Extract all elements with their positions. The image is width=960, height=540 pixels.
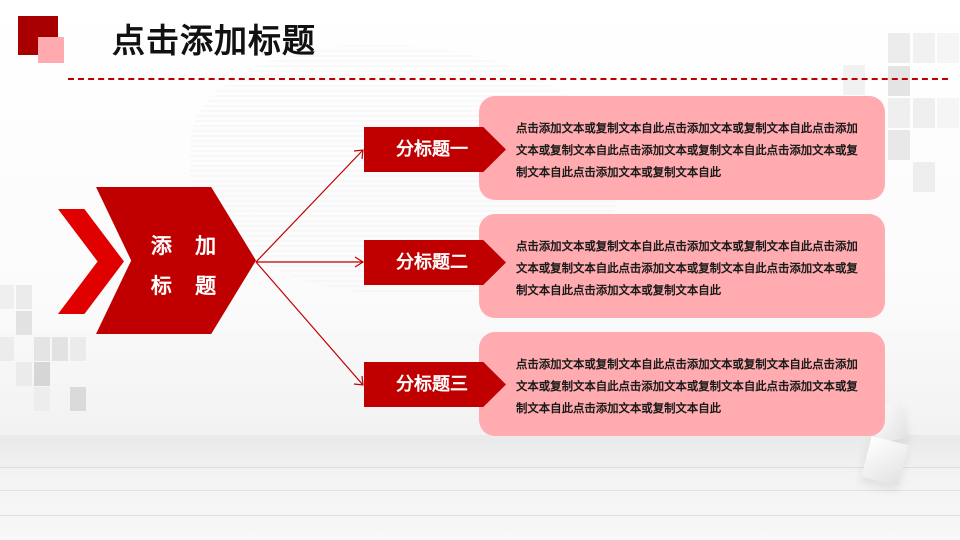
bg-tile bbox=[70, 387, 86, 411]
bg-tile bbox=[937, 98, 959, 128]
bg-tile bbox=[16, 311, 32, 335]
bg-tile bbox=[888, 98, 910, 128]
main-topic-label: 添 加 标 题 bbox=[150, 226, 225, 306]
bg-tile bbox=[888, 66, 910, 96]
arrowhead-icon bbox=[353, 149, 364, 160]
arrow-to-branch-3 bbox=[255, 261, 364, 386]
branch-tag-2[interactable]: 分标题二 bbox=[364, 240, 506, 285]
bg-tile bbox=[888, 33, 910, 63]
main-topic-line1: 添 加 bbox=[150, 234, 225, 258]
branch-tag-1[interactable]: 分标题一 bbox=[364, 127, 506, 172]
floor-perspective bbox=[0, 435, 960, 540]
bg-tile bbox=[937, 33, 959, 63]
branch-text-3[interactable]: 点击添加文本或复制文本自此点击添加文本或复制文本自此点击添加文本或复制文本自此点… bbox=[516, 357, 858, 415]
bg-tile bbox=[52, 337, 68, 361]
bg-tile bbox=[0, 285, 14, 309]
bg-tile bbox=[913, 98, 935, 128]
bg-tile bbox=[843, 65, 865, 95]
arrow-to-branch-1 bbox=[255, 149, 364, 263]
main-topic-line2: 标 题 bbox=[150, 274, 225, 298]
branch-card-2[interactable]: 点击添加文本或复制文本自此点击添加文本或复制文本自此点击添加文本或复制文本自此点… bbox=[479, 214, 885, 318]
branch-text-2[interactable]: 点击添加文本或复制文本自此点击添加文本或复制文本自此点击添加文本或复制文本自此点… bbox=[516, 239, 858, 297]
branch-card-3[interactable]: 点击添加文本或复制文本自此点击添加文本或复制文本自此点击添加文本或复制文本自此点… bbox=[479, 332, 885, 436]
logo-square-light bbox=[38, 37, 64, 63]
branch-card-1[interactable]: 点击添加文本或复制文本自此点击添加文本或复制文本自此点击添加文本或复制文本自此点… bbox=[479, 96, 885, 200]
bg-tile bbox=[34, 362, 50, 386]
title-divider bbox=[68, 78, 948, 80]
arrowhead-icon bbox=[354, 256, 365, 268]
bg-tile bbox=[16, 362, 32, 386]
bg-tile bbox=[34, 337, 50, 361]
bg-tile bbox=[16, 285, 32, 309]
bg-tile bbox=[0, 337, 14, 361]
bg-tile bbox=[70, 337, 86, 361]
bg-tile bbox=[913, 33, 935, 63]
arrowhead-icon bbox=[353, 375, 364, 386]
branch-text-1[interactable]: 点击添加文本或复制文本自此点击添加文本或复制文本自此点击添加文本或复制文本自此点… bbox=[516, 121, 858, 179]
branch-tag-3[interactable]: 分标题三 bbox=[364, 362, 506, 407]
bg-tile bbox=[34, 387, 50, 411]
bg-tile bbox=[888, 130, 910, 160]
bg-tile bbox=[913, 162, 935, 192]
page-title: 点击添加标题 bbox=[112, 21, 316, 60]
